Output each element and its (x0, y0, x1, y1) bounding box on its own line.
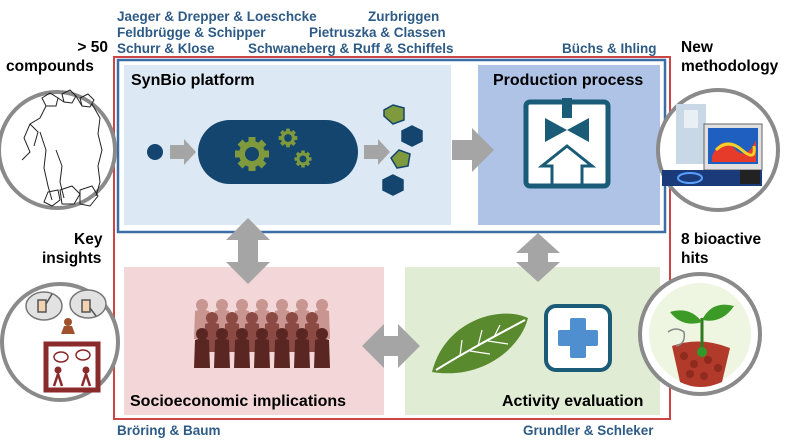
leaf-icon (432, 313, 528, 374)
arrow-production-activity (516, 233, 560, 282)
red-frame (113, 56, 671, 420)
insights-circle (0, 282, 120, 402)
molecule-circle (0, 89, 117, 210)
panel-title-synbio: SynBio platform (131, 72, 255, 89)
group-names-activity: Grundler & Schleker (523, 423, 654, 438)
label-insights: insights (42, 250, 102, 267)
cell-capsule (198, 120, 358, 184)
label-compounds: compounds (6, 58, 94, 75)
group-names-2: Zurbriggen (368, 9, 440, 24)
label-compounds-count: > 50 (77, 39, 108, 56)
arrow-synbio-socio (226, 218, 270, 284)
medical-cross-icon (544, 304, 612, 372)
seedling-circle (638, 272, 762, 396)
group-names-1: Jaeger & Drepper & Loeschcke (117, 9, 317, 24)
products (382, 104, 423, 196)
label-hits: hits (681, 250, 709, 267)
panel-title-production: Production process (493, 72, 644, 89)
lab-equipment-circle (656, 88, 780, 212)
arrow-out-cell (364, 139, 390, 165)
group-names-socioeconomic: Bröring & Baum (117, 423, 221, 438)
group-names-6: Schwaneberg & Ruff & Schiffels (248, 41, 454, 56)
group-names-3: Feldbrügge & Schipper (117, 25, 266, 40)
arrow-socio-activity (362, 324, 420, 368)
group-names-5: Schurr & Klose (117, 41, 215, 56)
input-dot (147, 144, 163, 160)
panel-title-activity: Activity evaluation (502, 393, 644, 410)
group-names-production: Büchs & Ihling (562, 41, 657, 56)
label-key: Key (74, 231, 103, 248)
bioreactor-icon (523, 98, 611, 189)
group-names-4: Pietruszka & Classen (309, 25, 446, 40)
label-bioactive: 8 bioactive (681, 231, 762, 248)
activity-panel (405, 267, 660, 415)
arrow-into-cell (170, 139, 196, 165)
panel-title-socioeconomic: Socioeconomic implications (130, 393, 347, 410)
label-new: New (681, 39, 713, 56)
label-methodology: methodology (681, 58, 779, 75)
arrow-to-production (452, 128, 494, 172)
